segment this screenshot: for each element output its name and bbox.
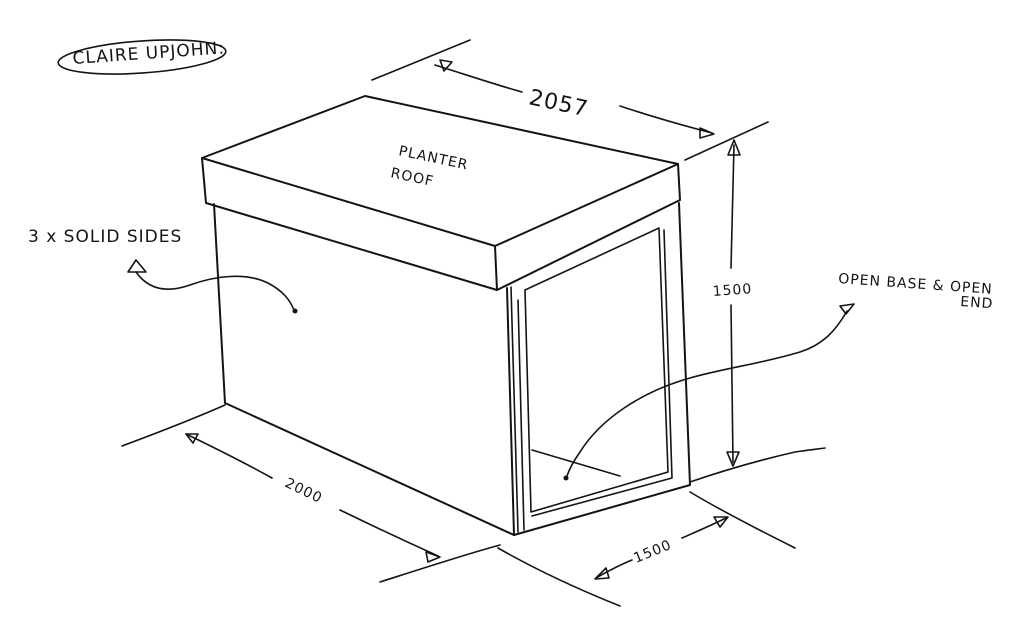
base-length-text: 2000 (282, 475, 325, 507)
roof-length-text: 2057 (527, 85, 591, 122)
dimension-base-width: 1500 (594, 516, 729, 580)
roof-label: PLANTER ROOF (389, 143, 470, 190)
open-leader-line (566, 310, 848, 477)
height-text: 1500 (712, 281, 753, 300)
dimension-height: 1500 (712, 139, 753, 467)
ground-lines (121, 404, 826, 607)
dimension-base-length: 2000 (185, 433, 441, 563)
client-label: CLAIRE UPJOHN: (57, 38, 227, 75)
open-end-frame (510, 227, 673, 533)
dimension-roof-length: 2057 (371, 39, 769, 161)
sides-annotation: 3 x SOLID SIDES (28, 227, 298, 314)
open-end-annotation: OPEN BASE & OPEN END (563, 271, 994, 481)
sides-label-text: 3 x SOLID SIDES (28, 227, 182, 247)
box-body (213, 202, 691, 536)
open-label-line-2: END (960, 294, 994, 312)
base-width-text: 1500 (632, 537, 675, 567)
roof-slab (201, 95, 681, 291)
sides-leader-line (135, 271, 295, 311)
roof-label-line-2: ROOF (389, 165, 435, 190)
